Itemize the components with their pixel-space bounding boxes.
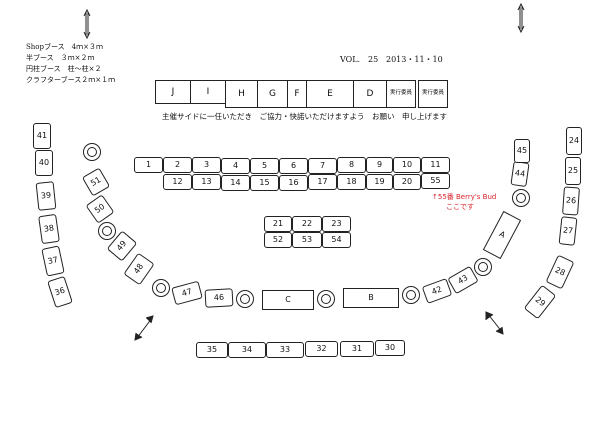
booth-54: 54 — [322, 232, 351, 248]
legend-line: クラフターブース２ｍ×１ｍ — [26, 76, 116, 84]
booth-D: D — [353, 80, 387, 108]
booth-15: 15 — [250, 175, 279, 191]
booth-31: 31 — [340, 341, 374, 357]
volume-label: VOL. 25 — [340, 55, 379, 64]
booth-14: 14 — [221, 175, 250, 191]
booth-5: 5 — [250, 158, 279, 174]
pillar-booth — [512, 189, 530, 207]
annotation-line: ここです — [446, 203, 474, 211]
booth-1: 1 — [134, 157, 163, 173]
booth-46: 46 — [204, 288, 234, 308]
booth-committee-2: 実行委員 — [418, 80, 448, 108]
booth-7: 7 — [308, 158, 337, 174]
booth-30: 30 — [375, 340, 405, 356]
booth-45: 45 — [514, 139, 530, 163]
legend-line: 半ブース ３ｍ×２ｍ — [26, 54, 95, 62]
event-date: 2013・11・10 — [386, 55, 443, 64]
booth-12: 12 — [163, 174, 192, 190]
booth-F: F — [287, 80, 307, 108]
booth-52: 52 — [264, 232, 292, 248]
booth-4: 4 — [221, 158, 250, 174]
booth-18: 18 — [337, 174, 366, 190]
booth-33: 33 — [266, 342, 304, 358]
pillar-booth — [474, 258, 492, 276]
booth-16: 16 — [279, 175, 308, 191]
booth-38: 38 — [38, 213, 60, 245]
pillar-booth — [317, 290, 335, 308]
booth-25: 25 — [565, 157, 581, 185]
booth-9: 9 — [366, 157, 393, 173]
legend-line: Shopブース 4ｍ×３ｍ — [26, 43, 103, 51]
booth-39: 39 — [35, 181, 57, 211]
booth-44: 44 — [510, 161, 530, 187]
legend-line: 円柱ブース 柱～柱×２ — [26, 65, 102, 73]
booth-53: 53 — [292, 232, 322, 248]
organizer-notice: 主催サイドに一任いただき ご協力・快諾いただけますよう お願い 申し上げます — [162, 112, 447, 121]
booth-2: 2 — [163, 157, 192, 173]
booth-committee-1: 実行委員 — [386, 80, 416, 108]
booth-22: 22 — [292, 216, 322, 232]
booth-27: 27 — [558, 216, 578, 246]
booth-8: 8 — [337, 157, 366, 173]
pillar-booth — [152, 279, 170, 297]
booth-40: 40 — [35, 150, 53, 176]
booth-32: 32 — [305, 341, 338, 357]
booth-34: 34 — [228, 342, 266, 358]
booth-J: J — [155, 80, 191, 104]
pillar-booth — [402, 286, 420, 304]
booth-55: 55 — [421, 173, 450, 189]
booth-11: 11 — [421, 157, 450, 173]
booth-19: 19 — [366, 174, 393, 190]
booth-10: 10 — [393, 157, 421, 173]
booth-B: B — [343, 288, 399, 308]
booth-E: E — [306, 80, 354, 108]
booth-55-annotation: ↑55番 Berry's Bud ここです — [432, 192, 496, 212]
booth-41: 41 — [33, 123, 51, 149]
pillar-booth — [83, 143, 101, 161]
booth-6: 6 — [279, 158, 308, 174]
booth-G: G — [257, 80, 288, 108]
booth-I: I — [190, 80, 226, 104]
booth-3: 3 — [192, 157, 221, 173]
annotation-line: ↑55番 Berry's Bud — [432, 193, 497, 201]
booth-H: H — [225, 80, 258, 108]
booth-24: 24 — [566, 127, 582, 155]
booth-size-legend: Shopブース 4ｍ×３ｍ 半ブース ３ｍ×２ｍ 円柱ブース 柱～柱×２ クラフ… — [26, 42, 115, 86]
booth-13: 13 — [192, 174, 221, 190]
booth-23: 23 — [322, 216, 351, 232]
booth-35: 35 — [196, 342, 228, 358]
booth-20: 20 — [393, 174, 421, 190]
booth-17: 17 — [308, 174, 337, 190]
pillar-booth — [236, 290, 254, 308]
booth-C: C — [262, 290, 314, 310]
booth-26: 26 — [562, 186, 580, 216]
booth-21: 21 — [264, 216, 292, 232]
pillar-booth — [98, 222, 116, 240]
